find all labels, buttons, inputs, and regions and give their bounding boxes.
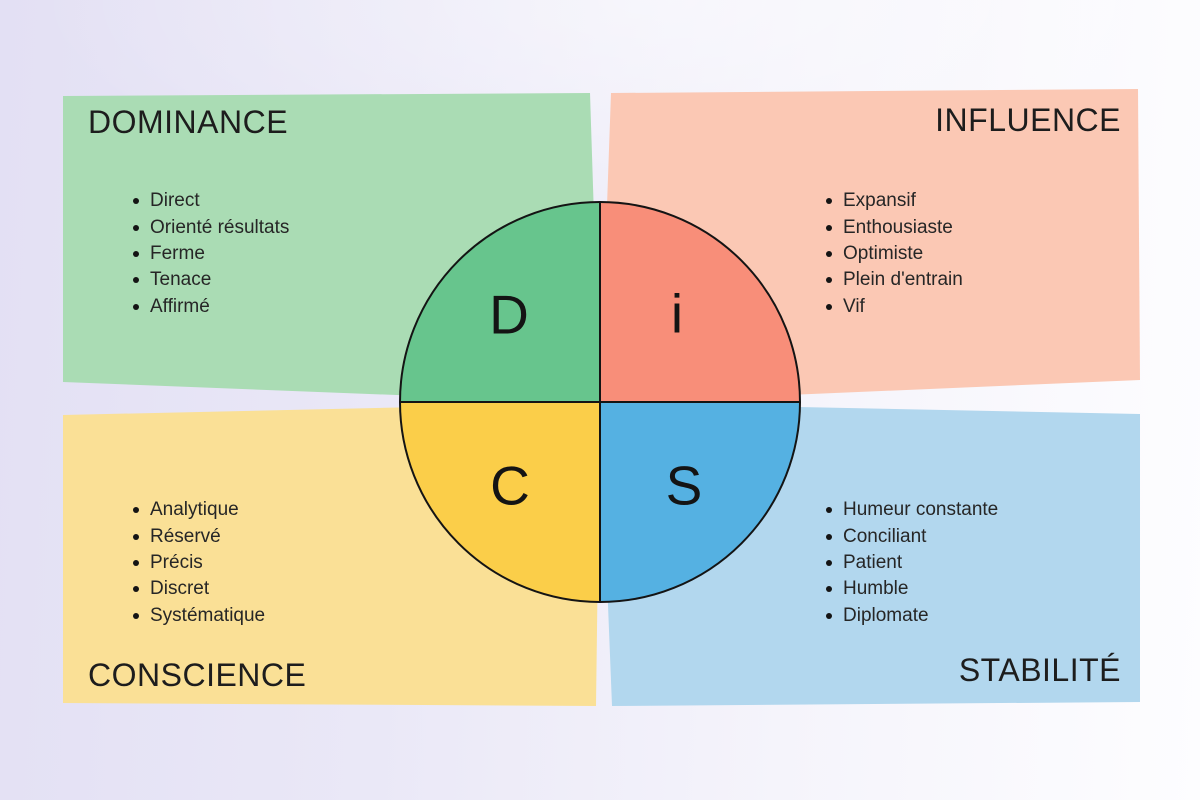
- circle-quadrant-c: [400, 402, 600, 602]
- bullet-icon: [133, 224, 139, 231]
- list-item: Ferme: [133, 241, 289, 267]
- bullet-icon: [826, 612, 832, 619]
- trait-label: Systématique: [150, 604, 266, 626]
- bullet-icon: [826, 198, 832, 205]
- bullet-icon: [133, 507, 139, 514]
- bullet-icon: [826, 586, 832, 593]
- list-item: Enthousiaste: [826, 214, 963, 240]
- stabilite-title: STABILITÉ: [958, 652, 1121, 688]
- bullet-icon: [133, 303, 139, 310]
- trait-label: Vif: [843, 295, 865, 317]
- trait-label: Tenace: [150, 269, 212, 291]
- bullet-icon: [826, 277, 832, 284]
- list-item: Conciliant: [826, 523, 998, 549]
- bullet-icon: [133, 533, 139, 540]
- trait-label: Diplomate: [843, 604, 929, 626]
- list-item: Plein d'entrain: [826, 267, 963, 293]
- bullet-icon: [133, 586, 139, 593]
- influence-title: INFLUENCE: [935, 102, 1121, 138]
- list-item: Analytique: [133, 497, 265, 523]
- trait-label: Affirmé: [150, 295, 210, 317]
- conscience-title: CONSCIENCE: [88, 657, 307, 693]
- bullet-icon: [826, 224, 832, 231]
- list-item: Orienté résultats: [133, 214, 289, 240]
- trait-label: Humeur constante: [843, 499, 999, 521]
- trait-label: Ferme: [150, 242, 205, 264]
- dominance-title: DOMINANCE: [88, 104, 289, 140]
- list-item: Tenace: [133, 267, 289, 293]
- trait-label: Réservé: [150, 525, 221, 547]
- letter-i: i: [670, 282, 684, 345]
- bullet-icon: [826, 533, 832, 540]
- letter-d: D: [489, 283, 529, 346]
- list-item: Diplomate: [826, 603, 998, 629]
- list-item: Discret: [133, 576, 265, 602]
- list-item: Affirmé: [133, 294, 289, 320]
- dominance-trait-list: Direct Orienté résultats Ferme Tenace Af…: [133, 188, 289, 320]
- list-item: Expansif: [826, 188, 963, 214]
- bullet-icon: [826, 507, 832, 514]
- letter-s: S: [665, 454, 703, 517]
- list-item: Précis: [133, 550, 265, 576]
- bullet-icon: [133, 559, 139, 566]
- trait-label: Expansif: [843, 190, 916, 212]
- bullet-icon: [826, 303, 832, 310]
- bullet-icon: [826, 250, 832, 257]
- circle-quadrant-i: [600, 202, 800, 402]
- list-item: Systématique: [133, 603, 265, 629]
- list-item: Patient: [826, 550, 998, 576]
- bullet-icon: [826, 559, 832, 566]
- influence-trait-list: Expansif Enthousiaste Optimiste Plein d'…: [826, 188, 963, 320]
- trait-label: Direct: [150, 190, 200, 212]
- bullet-icon: [133, 612, 139, 619]
- bullet-icon: [133, 277, 139, 284]
- trait-label: Optimiste: [843, 242, 924, 264]
- trait-label: Plein d'entrain: [843, 269, 963, 291]
- trait-label: Humble: [843, 578, 909, 600]
- trait-label: Discret: [150, 578, 210, 600]
- disc-circle: [399, 201, 801, 603]
- bullet-icon: [133, 250, 139, 257]
- list-item: Vif: [826, 294, 963, 320]
- bullet-icon: [133, 198, 139, 205]
- list-item: Direct: [133, 188, 289, 214]
- conscience-trait-list: Analytique Réservé Précis Discret Systém…: [133, 497, 265, 629]
- list-item: Humble: [826, 576, 998, 602]
- trait-label: Conciliant: [843, 525, 927, 547]
- circle-quadrant-d: [400, 202, 600, 402]
- trait-label: Analytique: [150, 499, 239, 521]
- list-item: Optimiste: [826, 241, 963, 267]
- list-item: Humeur constante: [826, 497, 998, 523]
- list-item: Réservé: [133, 523, 265, 549]
- letter-c: C: [490, 454, 530, 517]
- trait-label: Orienté résultats: [150, 216, 290, 238]
- stabilite-trait-list: Humeur constante Conciliant Patient Humb…: [826, 497, 998, 629]
- circle-quadrant-s: [600, 402, 800, 602]
- trait-label: Patient: [843, 551, 903, 573]
- trait-label: Enthousiaste: [843, 216, 953, 238]
- trait-label: Précis: [150, 551, 203, 573]
- circle-outline: [399, 201, 801, 603]
